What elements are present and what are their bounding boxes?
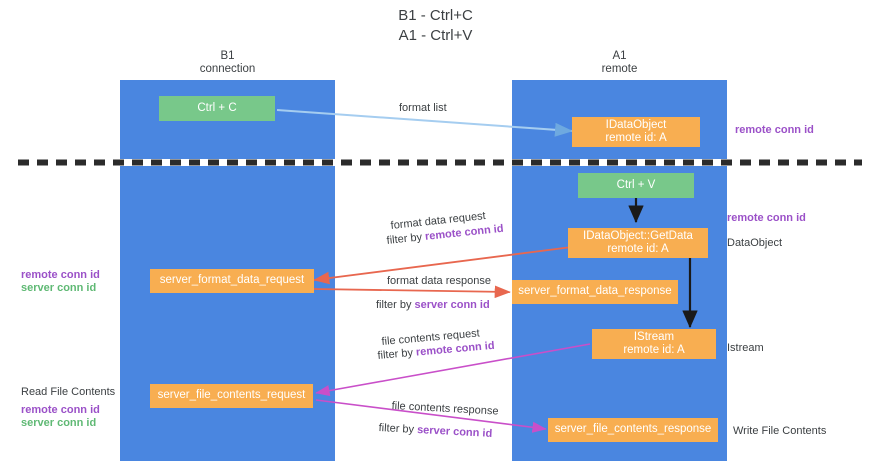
node-getdata[interactable]: IDataObject::GetData remote id: A [568,228,708,258]
edge-label-format-data-response-filter: filter by server conn id [376,298,490,312]
node-server-format-data-request-title: server_format_data_request [159,274,305,287]
column-header-b1-name: B1 [220,50,235,62]
node-getdata-sub: remote id: A [607,243,669,255]
lane-b1-bottom [120,166,335,461]
node-istream-sub: remote id: A [623,344,685,356]
annotation-server-conn-id-left-2: server conn id [21,417,97,429]
annotation-server-conn-id-left: server conn id [21,282,97,294]
filter-prefix-2: filter by [376,299,415,311]
edge-label-format-list: format list [399,102,447,114]
annotation-read-file-contents: Read File Contents [21,386,116,398]
title-line-2: A1 - Ctrl+V [398,27,473,44]
lane-a1-bottom [512,166,727,461]
annotation-write-file-contents: Write File Contents [733,425,827,437]
connector-format-data-response [313,285,511,299]
node-server-file-contents-response-title: server_file_contents_response [554,423,712,436]
node-ctrl-v[interactable]: Ctrl + V [578,173,694,198]
node-idataobject-remote-sub: remote id: A [605,132,667,144]
edge-label-file-contents-response: file contents response [391,399,499,418]
node-server-file-contents-request-title: server_file_contents_request [157,389,306,402]
node-istream-title: IStream [633,330,675,343]
column-header-b1-role: connection [199,63,256,75]
filter-prefix-1: filter by [386,230,426,247]
node-ctrl-c-title: Ctrl + C [197,101,237,114]
annotation-remote-conn-id-mid: remote conn id [727,212,806,224]
node-idataobject-remote-title: IDataObject [605,118,667,131]
node-server-format-data-response[interactable]: server_format_data_response [512,280,678,304]
diagram-title: B1 - Ctrl+C A1 - Ctrl+V [0,6,871,46]
filter-prefix-3: filter by [377,346,417,362]
filter-key-server-conn-id-1: server conn id [414,299,490,311]
annotation-remote-conn-id-left: remote conn id [21,269,100,281]
column-header-a1-role: remote [601,63,638,75]
node-getdata-title: IDataObject::GetData [583,229,693,242]
annotation-dataobject: DataObject [727,237,783,249]
node-idataobject-remote[interactable]: IDataObject remote id: A [572,117,700,147]
node-ctrl-c[interactable]: Ctrl + C [159,96,275,121]
edge-label-format-data-response: format data response [387,275,491,287]
node-server-format-data-request[interactable]: server_format_data_request [150,269,314,293]
node-istream[interactable]: IStream remote id: A [592,329,716,359]
title-line-1: B1 - Ctrl+C [398,7,473,24]
annotation-istream: Istream [727,342,764,354]
edge-label-file-contents-response-filter: filter by server conn id [378,421,492,441]
node-server-file-contents-response[interactable]: server_file_contents_response [548,418,718,442]
node-server-format-data-response-title: server_format_data_response [518,285,672,298]
filter-prefix-4: filter by [378,421,418,436]
node-ctrl-v-title: Ctrl + V [616,178,656,191]
node-server-file-contents-request[interactable]: server_file_contents_request [150,384,313,408]
annotation-remote-conn-id-left-2: remote conn id [21,404,100,416]
column-header-a1-name: A1 [612,50,627,62]
column-header-b1: B1 connection [120,50,335,76]
annotation-remote-conn-id-top: remote conn id [735,124,814,136]
filter-key-server-conn-id-2: server conn id [416,424,493,440]
column-header-a1: A1 remote [512,50,727,76]
